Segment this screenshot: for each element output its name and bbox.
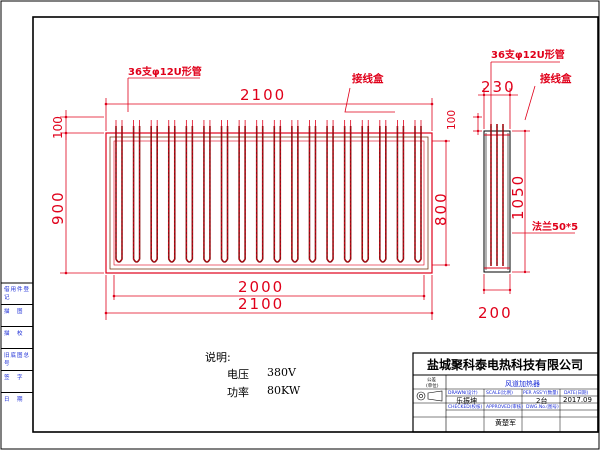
label-side-junction-box: 接线盒 (540, 72, 572, 85)
dim-bottom-inner-width: 2000 (238, 278, 284, 296)
u-tube (150, 126, 158, 263)
side-cell-tracing: 描 图 (1, 305, 33, 327)
side-cell-date: 日 期 (4, 397, 24, 403)
u-tube-fin (291, 126, 299, 263)
side-cell-checking: 描 校 (1, 327, 33, 349)
notes-block: 说明: 电压 380V 功率 80KW (205, 349, 325, 409)
dim-side-height: 1050 (509, 174, 527, 220)
u-tube (326, 126, 334, 263)
u-tube (238, 126, 246, 263)
u-tube (361, 126, 370, 263)
u-tube (132, 126, 141, 263)
u-tube-fin (344, 126, 351, 263)
u-tube-fin (221, 126, 228, 263)
company-name: 盐城聚科泰电热科技有限公司 (426, 357, 583, 372)
side-cell-borrowed: 借用件登记 (1, 283, 33, 305)
dim-side-bottom-width: 200 (478, 304, 513, 322)
qty-value: 2台 (536, 397, 548, 405)
u-tube (343, 126, 352, 263)
dim-left-top: 100 (51, 116, 65, 139)
projection-symbol-icon (416, 390, 443, 402)
u-tube-fin (256, 126, 264, 263)
power-value: 80KW (267, 384, 301, 397)
front-view (105, 120, 433, 274)
u-tube-fin (238, 126, 246, 263)
front-dim-ticks (64, 102, 448, 315)
u-tube (379, 126, 387, 263)
u-tube-group (115, 120, 422, 263)
u-tube (185, 126, 194, 263)
power-label: 功率 (227, 386, 249, 399)
checked-value: 黄楚军 (495, 419, 516, 427)
tolerance-sub-label: (单位) (426, 384, 439, 389)
front-frame-inner (109, 136, 429, 270)
u-tube-fin (133, 126, 140, 263)
dim-left-height: 900 (49, 190, 67, 225)
u-tube-fin (309, 126, 316, 263)
u-tube (414, 126, 422, 263)
u-tube-fin (203, 126, 211, 263)
side-record-strip: 借用件登记 描 图 描 校 旧底图总号 签 字 日 期 (0, 283, 33, 418)
label-heater-tubes: 36支φ12U形管 (128, 65, 202, 78)
scale-header: SCALE(比例) (486, 391, 513, 396)
front-frame-outer (105, 132, 433, 274)
drawn-value: 乐振坤 (456, 397, 477, 405)
checked-header: CHECKED(校核) (448, 405, 483, 410)
title-block-lines (412, 352, 599, 433)
label-side-heater-tubes: 36支φ12U形管 (491, 48, 565, 61)
side-cell-old-number: 旧底图总号 (1, 349, 33, 371)
title-block: 盐城聚科泰电热科技有限公司 公差 (单位) 风道加热器 DRAWN(设计) SC… (413, 353, 597, 435)
front-flange-inner (113, 140, 425, 266)
u-tube (255, 126, 264, 263)
dim-side-top-right: 100 (446, 110, 458, 130)
dim-top-width: 2100 (240, 86, 286, 104)
product-name: 风道加热器 (505, 380, 540, 388)
u-tube (220, 126, 229, 263)
side-view (483, 124, 511, 273)
u-tube-fin (397, 126, 404, 263)
u-tube (167, 126, 176, 263)
dim-side-top-width: 230 (481, 78, 516, 96)
voltage-value: 380V (267, 366, 296, 379)
u-tube-fin (273, 126, 281, 263)
dim-bottom-outer-width: 2100 (238, 295, 284, 313)
u-tube (308, 126, 317, 263)
u-tube (396, 126, 405, 263)
dwg-header: DWG.No.(图号) (526, 405, 559, 410)
u-tube-fin (414, 126, 422, 263)
u-tube-fin (186, 126, 193, 263)
label-flange: 法兰50*5 (532, 220, 578, 233)
drawn-header: DRAWN(设计) (448, 391, 478, 396)
voltage-label: 电压 (227, 368, 249, 381)
u-tube-fin (168, 126, 176, 263)
u-tube-fin (361, 126, 369, 263)
approved-header: APPROVED(审核) (486, 405, 523, 410)
u-tube (203, 126, 211, 263)
u-tube (291, 126, 299, 263)
u-tube-fin (115, 126, 123, 263)
date-header: DATE(日期) (564, 391, 589, 396)
u-tube-fin (150, 126, 158, 263)
tolerance-label: 公差 (427, 378, 436, 383)
sheet-border-inner (32, 16, 599, 433)
date-value: 2017.09 (563, 396, 592, 404)
front-dimensions (60, 77, 450, 320)
u-tube-fin (326, 126, 334, 263)
u-tube (273, 126, 282, 263)
side-cell-signature: 签 字 (1, 371, 33, 393)
qty-header: PER ASS'Y(数量) (523, 391, 559, 396)
dim-right-inner-height: 800 (432, 191, 450, 226)
notes-title: 说明: (205, 351, 231, 364)
u-tube (115, 126, 123, 263)
side-tube-group (490, 124, 504, 266)
u-tube-fin (379, 126, 387, 263)
label-junction-box: 接线盒 (352, 72, 384, 85)
